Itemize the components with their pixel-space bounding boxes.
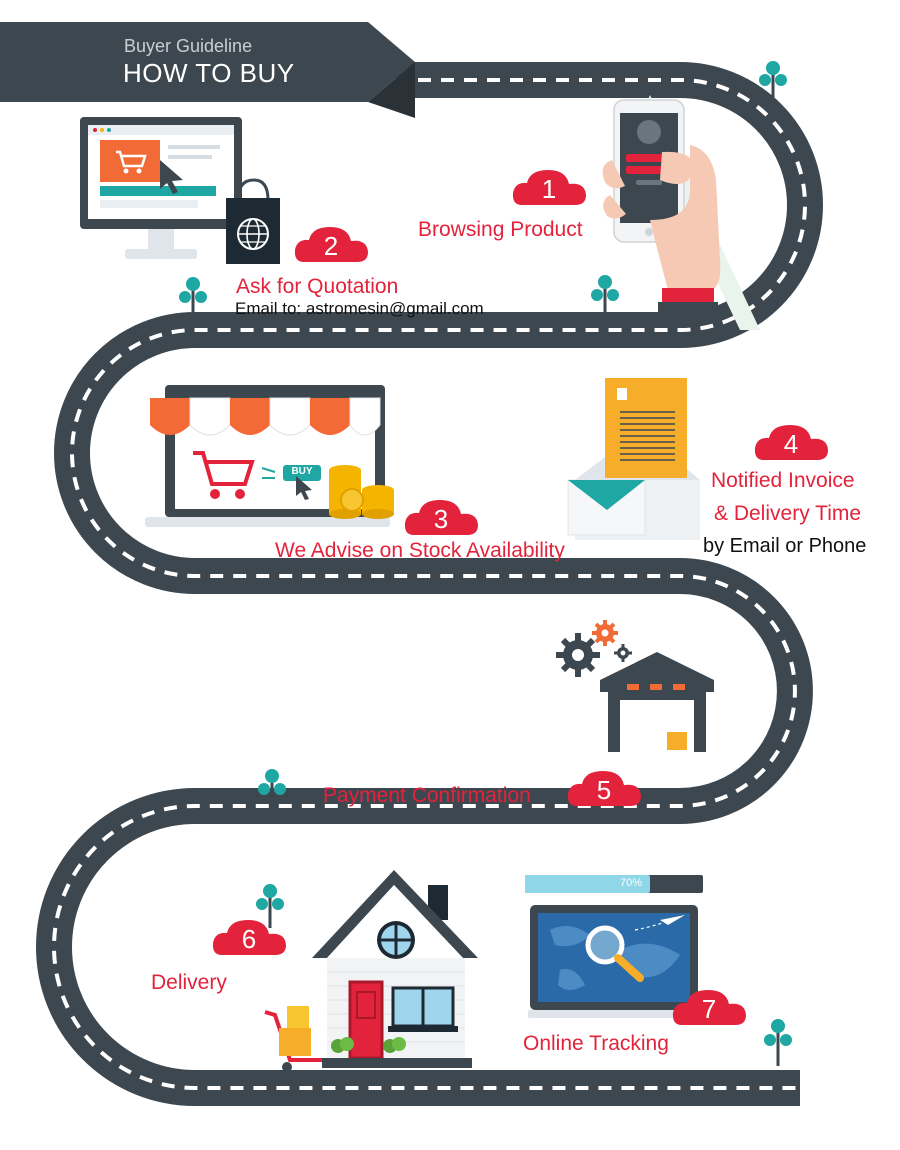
delivery-trolley-icon (264, 1006, 322, 1072)
step-label-stock: We Advise on Stock Availability (275, 539, 565, 562)
step-label-browsing: Browsing Product (418, 218, 583, 241)
house-icon (312, 870, 478, 1068)
tree-icon (759, 61, 787, 100)
tracking-progress-text: 70% (620, 877, 643, 889)
step-label-payment: Payment Confirmation (323, 784, 531, 807)
step-number-5: 5 (596, 775, 612, 805)
gear-icon (592, 620, 618, 646)
step-number-3: 3 (433, 504, 449, 534)
coin-stack-icon (329, 465, 394, 519)
step-note-email: Email to: astromesin@gmail.com (235, 299, 484, 318)
tree-icon (591, 275, 619, 318)
cloud-badge-icon (404, 500, 478, 535)
step-label-invoice-2: & Delivery Time (714, 502, 862, 525)
tree-icon (258, 769, 286, 812)
tree-icon (179, 277, 207, 320)
shopping-bag-icon (226, 178, 280, 264)
banner-subtitle: Buyer Guideline (124, 36, 253, 56)
smartphone-hand-icon (602, 95, 760, 330)
cloud-badge-icon (294, 227, 368, 262)
step-number-4: 4 (783, 429, 799, 459)
step-note-contact: by Email or Phone (703, 535, 867, 557)
step-number-7: 7 (701, 994, 717, 1024)
step-number-1: 1 (541, 174, 557, 204)
step-number-2: 2 (323, 231, 339, 261)
step-number-6: 6 (241, 924, 257, 954)
cloud-badge-icon (512, 170, 586, 205)
cloud-badge-icon (672, 990, 746, 1025)
warehouse-gears-icon (556, 620, 714, 752)
invoice-envelope-icon (567, 378, 700, 540)
tree-icon (256, 884, 284, 928)
tree-icon (764, 1019, 792, 1066)
monitor-cart-icon (80, 117, 242, 259)
step-label-invoice-1: Notified Invoice (711, 469, 855, 492)
cloud-badge-icon (754, 425, 828, 460)
shop-store-icon (145, 385, 394, 527)
gear-icon (614, 644, 632, 662)
gear-icon (556, 633, 600, 677)
step-label-tracking: Online Tracking (523, 1032, 669, 1055)
step-label-quotation: Ask for Quotation (236, 275, 399, 298)
buy-tag: BUY (291, 466, 313, 477)
winding-road (36, 62, 823, 1106)
step-label-delivery: Delivery (151, 971, 227, 994)
cloud-badge-icon (212, 920, 286, 955)
cloud-badge-icon (567, 771, 641, 806)
tracking-map-icon (525, 875, 703, 1018)
header-banner (0, 22, 415, 118)
banner-title: HOW TO BUY (123, 58, 295, 88)
